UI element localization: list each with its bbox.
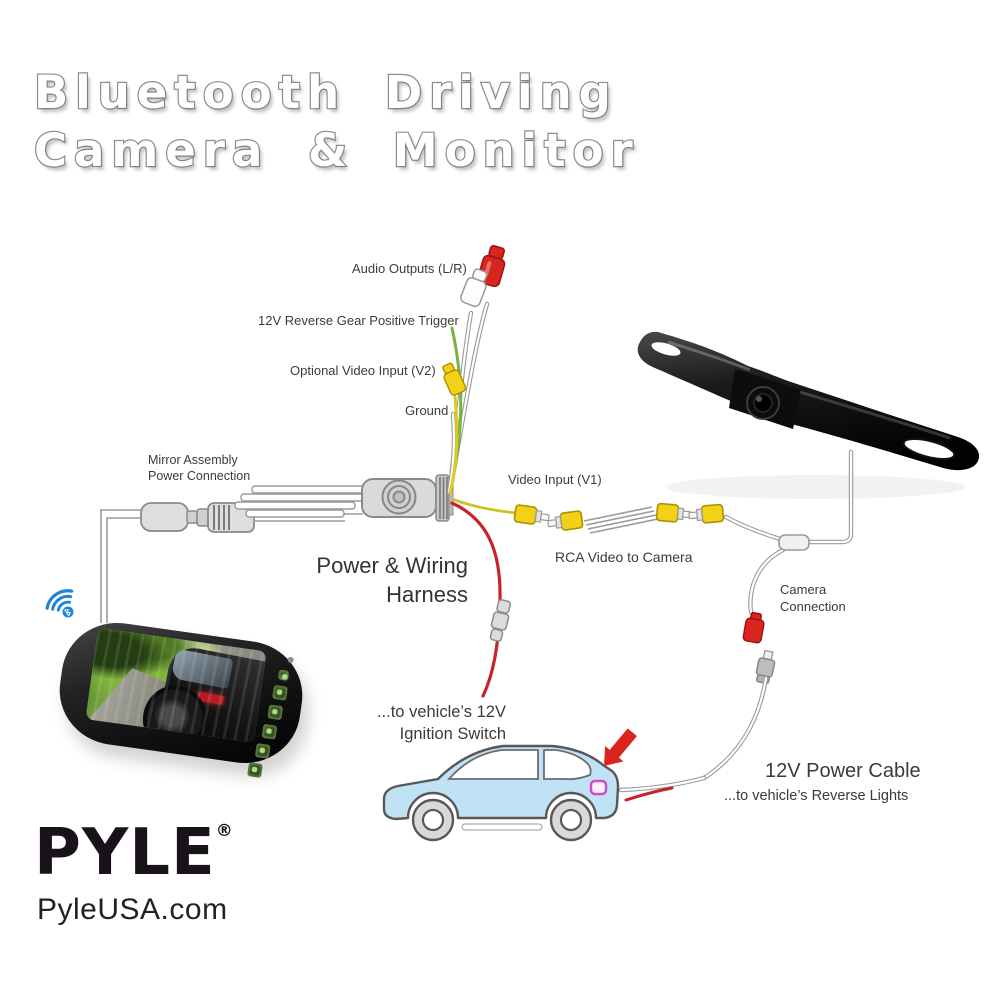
brand-website: PyleUSA.com <box>37 893 228 926</box>
camera-cable-splitter <box>726 452 851 612</box>
label-camera-connection: Camera Connection <box>780 581 846 615</box>
audio-rca-white-connector <box>460 268 488 308</box>
pyle-logo: PYLE® <box>34 816 234 890</box>
ignition-power-wire <box>450 501 512 698</box>
power-wiring-harness-graphic <box>234 474 454 522</box>
title-line2: Camera & Monitor <box>33 122 640 177</box>
label-ground: Ground <box>405 403 449 418</box>
rca-connector <box>655 502 693 525</box>
title-line1: Bluetooth Driving <box>33 65 618 120</box>
label-camera-connection-line2: Connection <box>780 599 846 614</box>
label-harness: Power & Wiring Harness <box>300 551 468 609</box>
car-illustration <box>382 744 620 842</box>
mirror-screen <box>85 627 267 743</box>
label-harness-line1: Power & Wiring <box>316 553 468 578</box>
label-ignition: ...to vehicle’s 12V Ignition Switch <box>360 701 506 745</box>
label-audio-outputs: Audio Outputs (L/R) <box>352 261 467 276</box>
label-mirror-power-line1: Mirror Assembly <box>148 453 238 467</box>
touch-button-icon <box>277 669 290 681</box>
label-ignition-line2: Ignition Switch <box>399 725 506 743</box>
pyle-logo-text: PYLE <box>34 816 216 890</box>
label-reverse-lights: ...to vehicle’s Reverse Lights <box>724 788 909 804</box>
touch-button-icon <box>261 723 278 740</box>
label-power-cable: 12V Power Cable <box>765 760 921 782</box>
reverse-light-red-wire <box>624 786 674 802</box>
rca-connector <box>546 509 584 534</box>
camera-power-red-connector <box>742 611 765 644</box>
v2-rca-yellow-connector <box>442 362 467 396</box>
mirror-power-connectors <box>100 502 255 623</box>
harness-wire-fan <box>442 244 506 495</box>
touch-button-icon <box>247 762 263 778</box>
reverse-light-icon <box>589 779 608 796</box>
label-ignition-line1: ...to vehicle’s 12V <box>376 703 506 721</box>
label-mirror-power-line2: Power Connection <box>148 469 251 483</box>
label-reverse-trigger: 12V Reverse Gear Positive Trigger <box>258 313 459 328</box>
registered-mark: ® <box>215 821 234 841</box>
v2-yellow-wire <box>448 395 459 495</box>
license-plate-camera-photo <box>637 331 980 499</box>
bluetooth-signal-icon <box>45 589 74 618</box>
page-title: Bluetooth Driving Camera & Monitor <box>33 64 640 179</box>
motion-blur-overlay <box>85 627 267 743</box>
label-video-input-v1: Video Input (V1) <box>508 472 602 487</box>
rca-connector <box>687 503 725 526</box>
label-harness-line2: Harness <box>386 582 468 607</box>
touch-button-icon <box>267 704 284 721</box>
touch-button-icon <box>272 684 288 701</box>
label-optional-video-v2: Optional Video Input (V2) <box>290 363 436 378</box>
label-camera-connection-line1: Camera <box>780 582 827 597</box>
v1-rca-chain <box>451 497 725 534</box>
power-cable-curve <box>621 678 766 802</box>
label-mirror-power: Mirror Assembly Power Connection <box>148 452 250 484</box>
red-arrow-icon <box>604 728 637 766</box>
rca-connector <box>513 503 551 528</box>
fuse-holder <box>489 599 512 642</box>
touch-button-icon <box>254 743 271 759</box>
label-rca-video-to-camera: RCA Video to Camera <box>555 549 693 565</box>
